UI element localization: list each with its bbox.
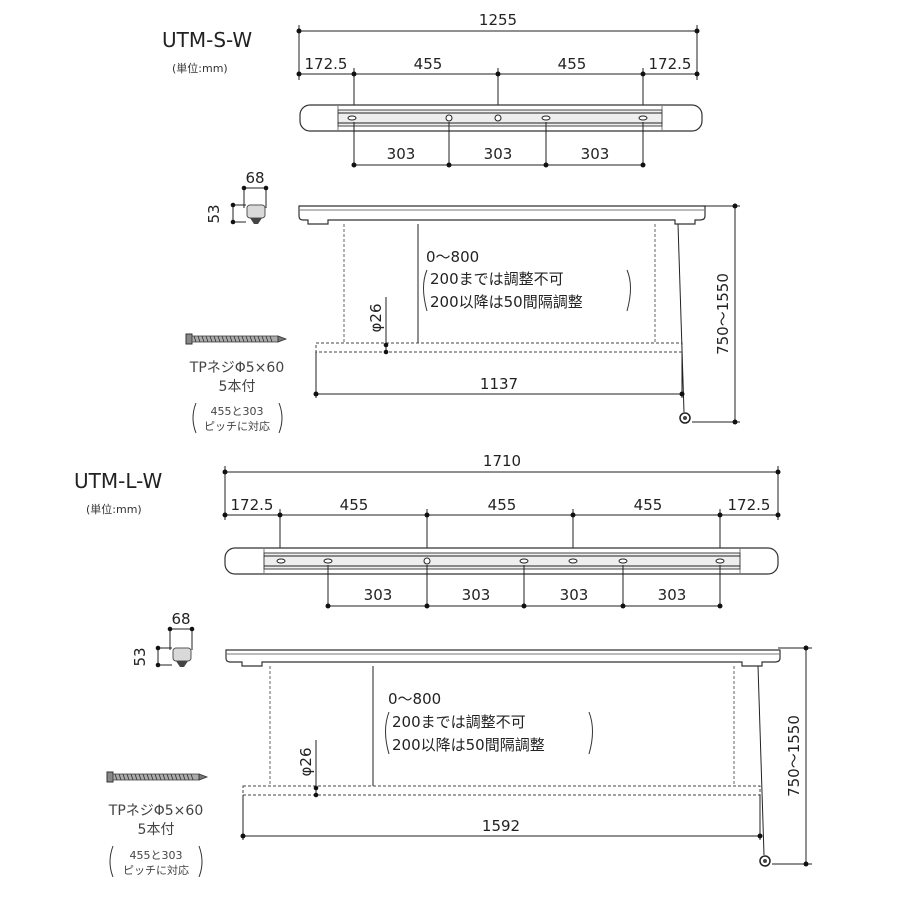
top-dim-3: 455 [558, 55, 587, 73]
bracket-width-label: 68 [245, 169, 264, 187]
top-dim-1: 172.5 [305, 55, 348, 73]
screw-icon [106, 771, 209, 783]
rail-front-view [298, 205, 706, 424]
model-utm-l-w: UTM-L-W (単位:mm) 1710 172.5 455 455 455 1… [74, 452, 812, 878]
rail-top-view [224, 547, 779, 575]
range-label: 0～800 [388, 690, 441, 708]
model-title: UTM-S-W [162, 28, 252, 52]
top-dim-1: 172.5 [231, 496, 274, 514]
screw-pitch-note: ピッチに対応 [204, 419, 270, 433]
range-note-2: 200以降は50間隔調整 [392, 736, 545, 754]
bottom-dim-3: 303 [581, 145, 610, 163]
bracket-height-label: 53 [131, 647, 149, 666]
screw-count-label: 5本付 [138, 822, 175, 838]
bracket-detail: 68 53 [131, 610, 195, 668]
screw-pitch-label: 455と303 [211, 405, 264, 418]
screw-pitch-label: 455と303 [130, 849, 183, 862]
top-dim-3: 455 [488, 496, 517, 514]
height-range-label: 750～1550 [714, 273, 732, 355]
bottom-dim-2: 303 [484, 145, 513, 163]
bar-width-label: 1592 [482, 817, 520, 835]
bottom-dim-1: 303 [387, 145, 416, 163]
screw-pitch-note: ピッチに対応 [123, 863, 189, 877]
top-dim-2: 455 [340, 496, 369, 514]
range-label: 0～800 [426, 248, 479, 266]
range-note-2: 200以降は50間隔調整 [430, 293, 583, 311]
bracket-width-label: 68 [171, 610, 190, 628]
height-range-label: 750～1550 [785, 715, 803, 797]
screw-icon [185, 333, 288, 345]
unit-label: (単位:mm) [86, 502, 142, 516]
bottom-dim-4: 303 [658, 586, 687, 604]
bottom-dim-1: 303 [364, 586, 393, 604]
unit-label: (単位:mm) [172, 61, 228, 75]
model-title: UTM-L-W [74, 469, 163, 493]
screw-spec-label: TPネジΦ5×60 [108, 803, 203, 819]
screw-spec-label: TPネジΦ5×60 [189, 360, 284, 376]
rail-front-view [225, 649, 781, 867]
bottom-dim-2: 303 [462, 586, 491, 604]
pole-diameter-label: φ26 [297, 748, 315, 777]
rail-top-view [299, 104, 703, 132]
top-dim-5: 172.5 [728, 496, 771, 514]
top-dim-4: 172.5 [649, 55, 692, 73]
screw-count-label: 5本付 [219, 379, 256, 395]
bottom-dim-3: 303 [560, 586, 589, 604]
bracket-detail: 68 53 [205, 169, 269, 225]
range-note-1: 200までは調整不可 [392, 713, 526, 731]
overall-width-label: 1710 [483, 452, 521, 470]
top-dim-2: 455 [414, 55, 443, 73]
pole-diameter-label: φ26 [367, 304, 385, 333]
bracket-height-label: 53 [205, 204, 223, 223]
overall-width-label: 1255 [479, 11, 517, 29]
bar-width-label: 1137 [480, 375, 518, 393]
top-dim-4: 455 [634, 496, 663, 514]
range-note-1: 200までは調整不可 [430, 270, 564, 288]
model-utm-s-w: UTM-S-W (単位:mm) 1255 172.5 455 455 172.5 [162, 11, 740, 434]
